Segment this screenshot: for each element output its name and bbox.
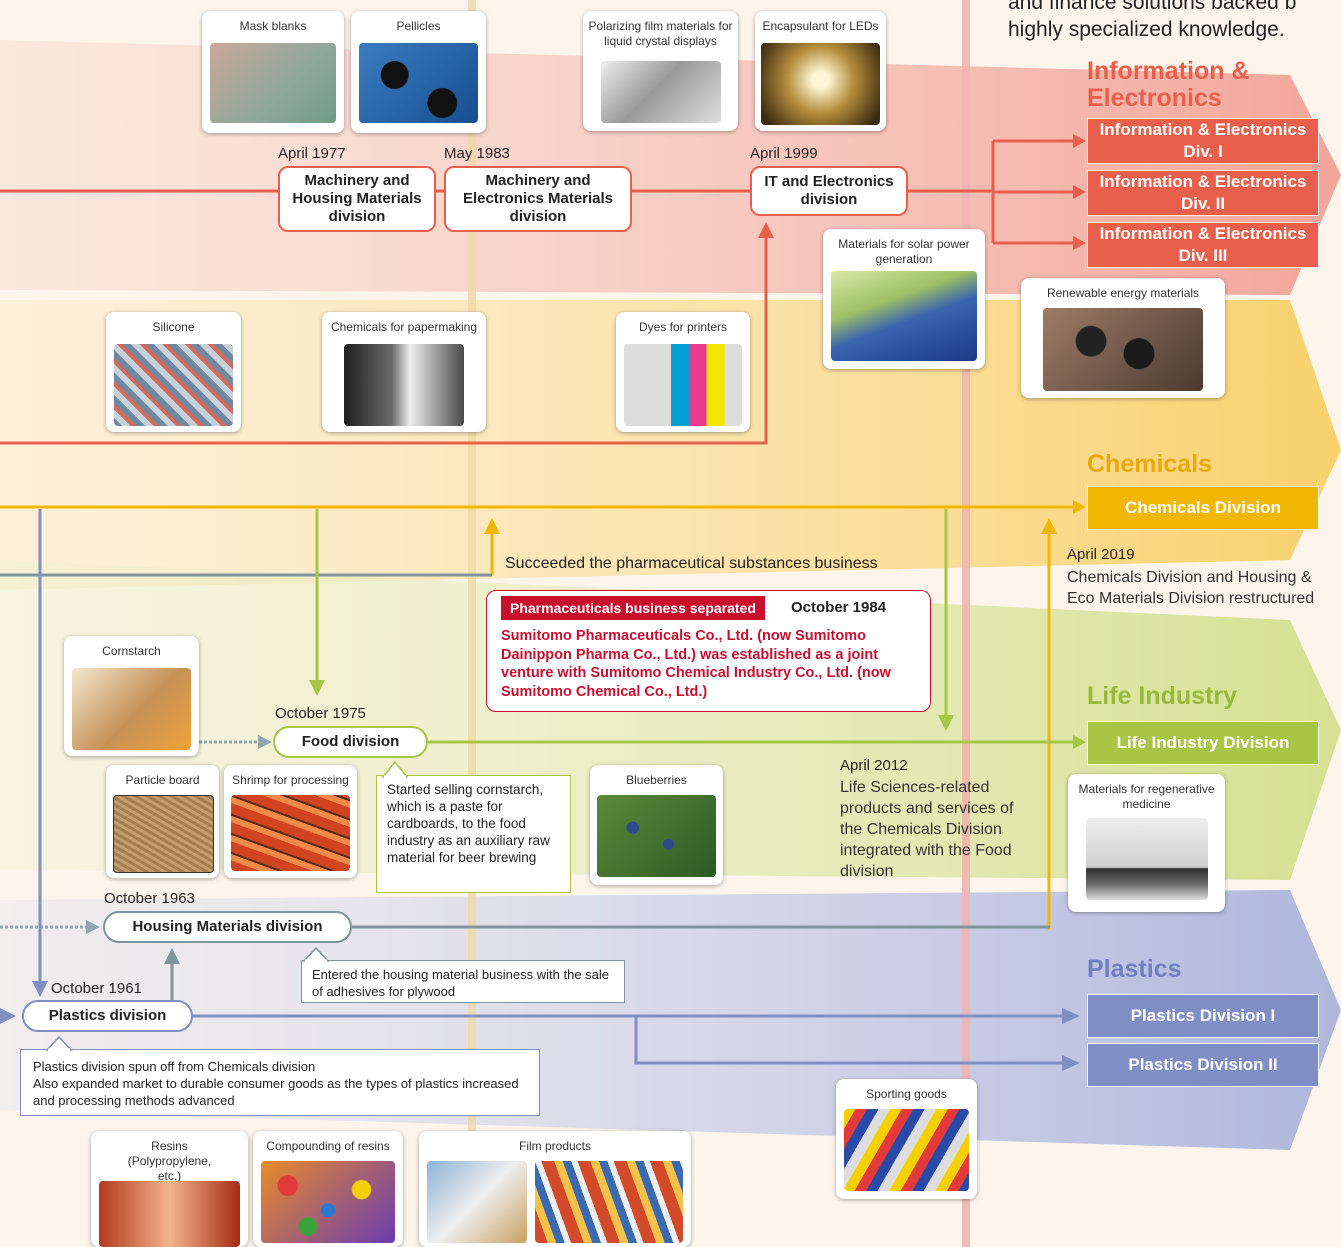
product-card-caption: Cornstarch [102,644,161,658]
division-plastics-2: Plastics Division II [1087,1043,1319,1087]
era-divider-1983 [468,0,476,1247]
product-card-caption: Pellicles [396,19,441,33]
note-april-2019-text: Chemicals Division and Housing & Eco Mat… [1067,569,1315,607]
milestone-1977-date: April 1977 [278,145,346,162]
note-cornstarch-pointer [381,760,409,778]
pharma-callout: Pharmaceuticals business separated Octob… [486,590,931,712]
product-photo [844,1109,969,1191]
product-card-led-encapsulant: Encapsulant for LEDs [755,11,886,131]
division-ie-3: Information & Electronics Div. III [1087,222,1319,268]
product-card-caption: Film products [518,1139,592,1153]
header-text-line-2: highly specialized knowledge. [1008,18,1285,41]
milestone-1961-pill: Plastics division [22,1000,193,1032]
product-photo [210,43,336,123]
product-card-cornstarch: Cornstarch [64,636,199,756]
product-card-blueberries: Blueberries [590,765,723,885]
product-photo [1043,308,1203,391]
product-photo [99,1181,240,1247]
product-card-caption: Blueberries [626,773,687,787]
header-text-line-1: and finance solutions backed b [1008,0,1297,14]
division-plastics-1: Plastics Division I [1087,994,1319,1038]
note-april-2012-text: Life Sciences-related products and servi… [840,779,1014,880]
product-photo [359,43,478,123]
product-card-caption: Shrimp for processing [232,773,349,787]
note-april-2012-date: April 2012 [840,757,908,774]
product-photo [1086,818,1208,900]
milestone-1963-date: October 1963 [104,890,195,907]
product-card-mask-blanks: Mask blanks [202,11,344,133]
category-info-title: Information & Electronics [1087,57,1250,112]
product-photo [113,795,214,873]
product-photo [261,1161,395,1243]
product-photo [601,61,721,123]
product-card-polarizing-film: Polarizing film materials for liquid cry… [583,11,738,131]
product-photo [427,1161,527,1243]
product-card-particle-board: Particle board [106,765,219,878]
product-card-papermaking: Chemicals for papermaking [322,312,486,432]
product-photo [231,795,350,871]
product-card-caption: Resins (Polypropylene, etc.) [127,1139,212,1183]
product-card-caption: Encapsulant for LEDs [762,19,879,33]
product-photo [344,344,464,426]
note-succeeded-pharma: Succeeded the pharmaceutical substances … [505,555,878,572]
product-card-caption: Mask blanks [239,19,307,33]
milestone-1977-pill: Machinery and Housing Materials division [278,166,436,232]
product-card-dyes: Dyes for printers [616,312,750,432]
milestone-1999-date: April 1999 [750,145,818,162]
product-card-pellicles: Pellicles [351,11,486,133]
division-chemicals: Chemicals Division [1087,486,1319,530]
product-card-caption: Sporting goods [866,1087,947,1101]
note-plastics: Plastics division spun off from Chemical… [20,1049,540,1116]
milestone-1983-pill: Machinery and Electronics Materials divi… [444,166,632,232]
product-card-caption: Silicone [152,320,195,334]
product-photo [535,1161,683,1243]
product-card-caption: Polarizing film materials for liquid cry… [588,19,733,48]
milestone-1963-pill: Housing Materials division [103,911,352,943]
note-plastics-line-1: Plastics division spun off from Chemical… [33,1059,316,1074]
product-card-shrimp: Shrimp for processing [224,765,357,878]
product-photo [761,43,880,125]
division-ie-2: Information & Electronics Div. II [1087,170,1319,216]
product-card-film: Film products [419,1131,691,1247]
era-divider-present [962,0,970,1247]
category-chemicals-title: Chemicals [1087,450,1213,478]
division-ie-1: Information & Electronics Div. I [1087,118,1319,164]
pharma-body: Sumitomo Pharmaceuticals Co., Ltd. (now … [501,628,891,700]
division-life-industry: Life Industry Division [1087,721,1319,765]
product-card-caption: Particle board [125,773,200,787]
note-cornstarch: Started selling cornstarch, which is a p… [376,775,571,893]
product-card-caption: Chemicals for papermaking [330,320,478,334]
note-april-2019-date: April 2019 [1067,546,1135,563]
product-card-regenerative-medicine: Materials for regenerative medicine [1068,774,1225,912]
product-card-caption: Renewable energy materials [1046,286,1200,300]
product-photo [114,344,233,426]
milestone-1961-date: October 1961 [51,980,142,997]
product-card-caption: Materials for solar power generation [838,237,970,266]
product-card-silicone: Silicone [106,312,241,432]
milestone-1975-date: October 1975 [275,705,366,722]
product-photo [597,795,716,877]
product-photo [72,668,191,750]
product-card-caption: Materials for regenerative medicine [1078,782,1215,811]
pharma-date: October 1984 [791,599,887,616]
product-card-caption: Compounding of resins [266,1139,390,1153]
product-photo [831,271,977,361]
note-plastics-line-2: Also expanded market to durable consumer… [33,1076,519,1108]
pharma-tag: Pharmaceuticals business separated [501,596,765,620]
product-card-renewable-energy: Renewable energy materials [1021,278,1225,398]
milestone-1999-pill: IT and Electronics division [750,166,908,216]
product-card-resins: Resins (Polypropylene, etc.) [91,1131,248,1247]
product-card-solar: Materials for solar power generation [823,229,985,369]
product-card-sporting-goods: Sporting goods [836,1079,977,1199]
product-photo [624,344,742,426]
milestone-1975-pill: Food division [273,726,428,758]
product-card-caption: Dyes for printers [638,320,728,334]
category-life-title: Life Industry [1087,682,1238,710]
note-housing: Entered the housing material business wi… [301,960,625,1003]
note-plastics-pointer [45,1035,73,1051]
milestone-1983-date: May 1983 [444,145,510,162]
category-plastics-title: Plastics [1087,955,1182,983]
note-housing-pointer [302,946,330,962]
product-card-compounding: Compounding of resins [253,1131,403,1247]
